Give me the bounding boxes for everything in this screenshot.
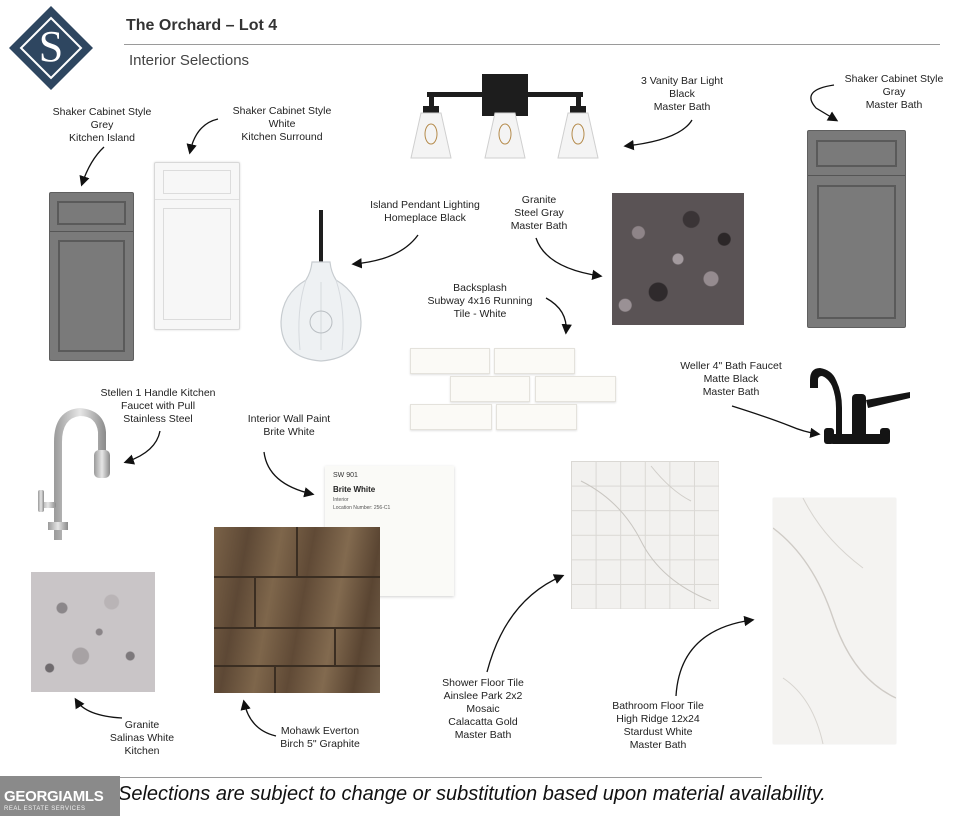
arrow-wall-paint [263, 451, 315, 498]
arrow-granite-salinas [74, 697, 123, 719]
arrow-backsplash [545, 297, 572, 335]
vanity-light-image [405, 70, 605, 162]
watermark-sub-text: REAL ESTATE SERVICES [4, 806, 86, 812]
wood-flooring-swatch [214, 527, 380, 693]
bath-faucet-image [806, 362, 914, 446]
kitchen-faucet-image [30, 402, 120, 542]
arrow-cabinet-grey [79, 146, 105, 187]
paint-line1: Interior [333, 497, 349, 503]
paint-name: Brite White [333, 485, 376, 494]
watermark-main-text: GEORGIAMLS [4, 788, 104, 805]
paint-line2: Location Number: 256-C1 [333, 505, 391, 511]
backsplash-tile [410, 348, 490, 374]
cabinet-gray-bath-image [807, 130, 906, 328]
logo-letter: S [38, 22, 64, 71]
arrow-cabinet-white [186, 118, 219, 155]
arrow-kitchen-faucet [123, 430, 161, 465]
page-subtitle: Interior Selections [129, 52, 250, 69]
georgia-mls-watermark: GEORGIAMLS REAL ESTATE SERVICES [0, 776, 120, 816]
backsplash-tile [496, 404, 577, 430]
backsplash-tile [535, 376, 616, 402]
backsplash-tile [494, 348, 575, 374]
header-divider [124, 44, 940, 45]
cabinet-grey-image [49, 192, 134, 361]
arrow-granite-steel [535, 237, 603, 280]
shower-mosaic-swatch [571, 461, 719, 609]
arrow-shower-tile [486, 574, 565, 673]
arrow-bath-tile [675, 615, 755, 697]
arrow-vanity-light [623, 119, 693, 151]
backsplash-tile [450, 376, 530, 402]
granite-steel-gray-swatch [612, 193, 744, 325]
company-logo: S [8, 5, 94, 91]
cabinet-white-image [154, 162, 240, 330]
bath-floor-tile-swatch [773, 498, 896, 744]
granite-salinas-white-swatch [31, 572, 155, 692]
backsplash-tile [410, 404, 492, 430]
availability-disclaimer: Selections are subject to change or subs… [118, 783, 826, 805]
paint-code: SW 901 [333, 472, 358, 479]
footer-divider [110, 777, 762, 778]
arrow-cabinet-gray-bath [810, 84, 839, 122]
page-title: The Orchard – Lot 4 [126, 17, 278, 34]
pendant-light-image [278, 210, 364, 365]
